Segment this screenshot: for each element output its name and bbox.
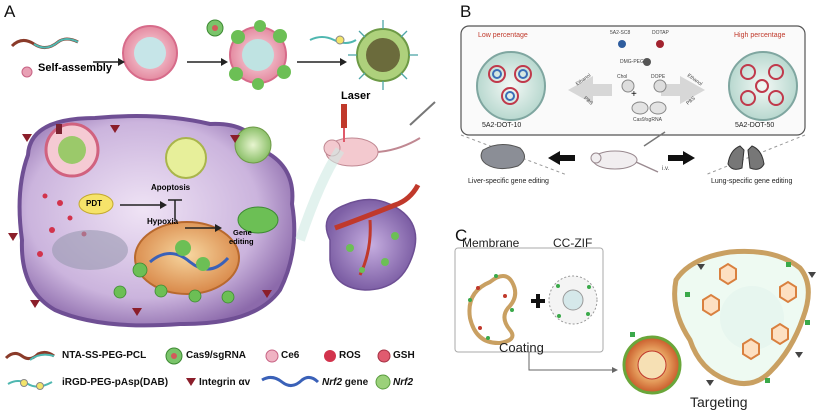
- liver-label: Liver-specific gene editing: [468, 178, 549, 185]
- comp-plus: +: [631, 89, 637, 100]
- arrow-left-icon: [568, 76, 612, 104]
- panel-b-box: [460, 25, 806, 176]
- arrow-right-icon: [661, 76, 705, 104]
- legend-integrin: Integrin αv: [199, 377, 251, 388]
- high-percentage-label: High percentage: [734, 32, 786, 39]
- cc-zif-label: CC-ZIF: [553, 236, 593, 250]
- panel-a-cell: [8, 114, 297, 328]
- panel-a-letter: A: [4, 2, 16, 21]
- panel-a-legend-icons: [4, 347, 391, 390]
- targeting-label: Targeting: [690, 394, 748, 410]
- lnp-low-icon: [476, 51, 546, 121]
- comp-dmg-label: DMG-PEG: [620, 59, 644, 65]
- legend-gsh: GSH: [393, 350, 415, 361]
- coating-label: Coating: [499, 340, 544, 355]
- lungs-icon: [727, 145, 745, 170]
- panel-c: [454, 247, 816, 395]
- polymer-chain-icon: [10, 37, 79, 49]
- hypoxia-label: Hypoxia: [147, 217, 179, 226]
- gene-editing-label-1: Gene: [233, 228, 252, 237]
- gene-editing-label-2: editing: [229, 237, 254, 246]
- lnp-low-label: 5A2-DOT-10: [482, 122, 522, 129]
- comp-cas-label: Cas9/sgRNA: [633, 117, 662, 123]
- legend-nrf2-gene: Nrf2 gene: [322, 377, 369, 388]
- laser-label: Laser: [341, 90, 371, 102]
- comp-5a2-label: 5A2-SC8: [610, 30, 631, 36]
- legend-nrf2: Nrf2: [393, 377, 414, 388]
- ce6-sphere-icon: [21, 66, 33, 78]
- legend-nta: NTA-SS-PEG-PCL: [62, 350, 147, 361]
- panel-b-letter: B: [460, 2, 472, 21]
- panel-c-letter: C: [455, 226, 468, 245]
- apoptosis-label: Apoptosis: [151, 183, 191, 192]
- pdt-label: PDT: [86, 199, 102, 208]
- panel-a-top-row: [10, 19, 418, 90]
- lnp-high-icon: [728, 51, 798, 121]
- comp-dope-label: DOPE: [651, 74, 666, 80]
- membrane-icon: [467, 274, 518, 346]
- liver-icon: [480, 144, 525, 170]
- lnp-high-label: 5A2-DOT-50: [735, 122, 775, 129]
- legend-ce6: Ce6: [281, 350, 300, 361]
- membrane-label: Membrane: [462, 236, 520, 250]
- lung-label: Lung-specific gene editing: [711, 178, 793, 185]
- iv-label: i.v.: [662, 166, 670, 172]
- comp-dotap-label: DOTAP: [652, 30, 669, 36]
- legend-irgd: iRGD-PEG-pAsp(DAB): [62, 377, 169, 388]
- legend-ros: ROS: [339, 350, 361, 361]
- comp-chol-label: Chol: [617, 74, 628, 80]
- self-assembly-label: Self-assembly: [38, 62, 112, 74]
- legend-cas9: Cas9/sgRNA: [186, 350, 247, 361]
- panel-a-mouse-tumor: [295, 101, 436, 291]
- low-percentage-label: Low percentage: [478, 32, 528, 39]
